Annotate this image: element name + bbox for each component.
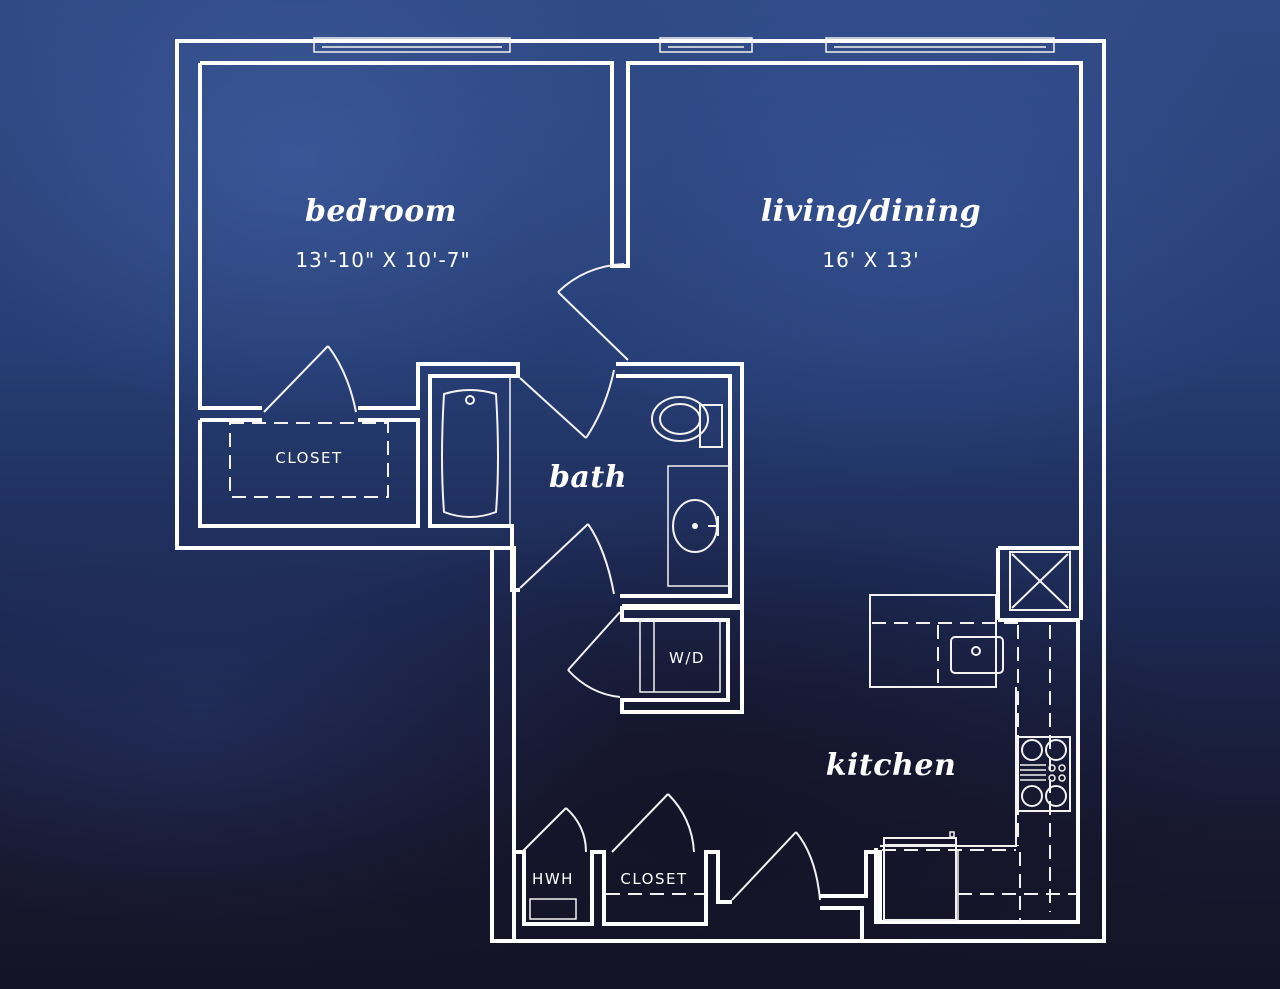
window-icon bbox=[313, 37, 1055, 53]
bathtub-icon bbox=[441, 376, 511, 524]
room-label-living-dining: living/dining bbox=[760, 194, 982, 229]
room-label-bath: bath bbox=[548, 460, 628, 495]
sink-icon bbox=[667, 465, 731, 587]
water-heater-closet bbox=[516, 793, 732, 926]
washer-dryer-icon bbox=[567, 606, 744, 714]
refrigerator-icon bbox=[883, 831, 957, 921]
stove-icon bbox=[1017, 736, 1071, 812]
mechanical-shaft-icon bbox=[996, 546, 1083, 620]
washer-dryer-label: W/D bbox=[669, 649, 705, 667]
closet-label-bedroom: CLOSET bbox=[275, 449, 343, 467]
entry-door-icon bbox=[731, 831, 882, 941]
room-dimensions-bedroom: 13'-10" X 10'-7" bbox=[295, 248, 471, 272]
room-dimensions-living-dining: 16' X 13' bbox=[822, 248, 920, 272]
water-heater-label: HWH bbox=[532, 870, 574, 888]
bedroom-closet bbox=[229, 345, 389, 498]
toilet-icon bbox=[651, 396, 723, 448]
kitchen-sink-icon bbox=[950, 636, 1004, 674]
closet-label-hall: CLOSET bbox=[620, 870, 688, 888]
room-label-bedroom: bedroom bbox=[304, 194, 458, 229]
exterior-walls bbox=[175, 39, 1106, 943]
room-label-kitchen: kitchen bbox=[825, 748, 957, 783]
door-swing-icon bbox=[557, 263, 629, 361]
